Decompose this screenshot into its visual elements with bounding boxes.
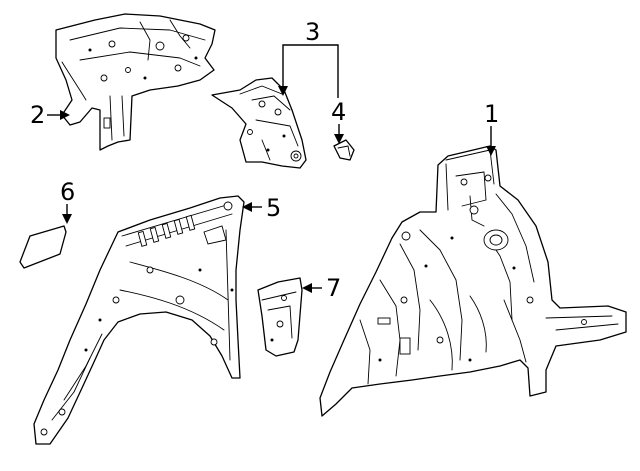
- callout-3-leader: [282, 44, 339, 98]
- part-6-plate[interactable]: [19, 225, 67, 269]
- callout-4-label: 4: [331, 98, 346, 126]
- callout-1-arrow: [486, 146, 496, 156]
- callout-4-arrow: [334, 134, 344, 144]
- callout-5-arrow: [242, 202, 252, 212]
- callout-3-label: 3: [305, 18, 320, 46]
- callout-1-label: 1: [484, 100, 499, 128]
- part-2-bracket[interactable]: [55, 13, 216, 151]
- part-7-reinforcement[interactable]: [257, 277, 303, 357]
- callout-2-arrow: [60, 110, 70, 120]
- callout-3-arrow-a: [278, 86, 288, 96]
- callout-2-label: 2: [30, 101, 45, 129]
- part-4-clip[interactable]: [333, 139, 355, 161]
- part-1-wheelhouse-assembly[interactable]: [319, 145, 627, 417]
- part-3-bracket[interactable]: [211, 77, 307, 169]
- callout-6-arrow: [62, 214, 72, 224]
- callout-5-label: 5: [266, 194, 281, 222]
- callout-7-label: 7: [326, 274, 341, 302]
- callout-6-label: 6: [60, 178, 75, 206]
- callout-7-arrow: [302, 283, 312, 293]
- part-5-inner-panel[interactable]: [33, 195, 245, 445]
